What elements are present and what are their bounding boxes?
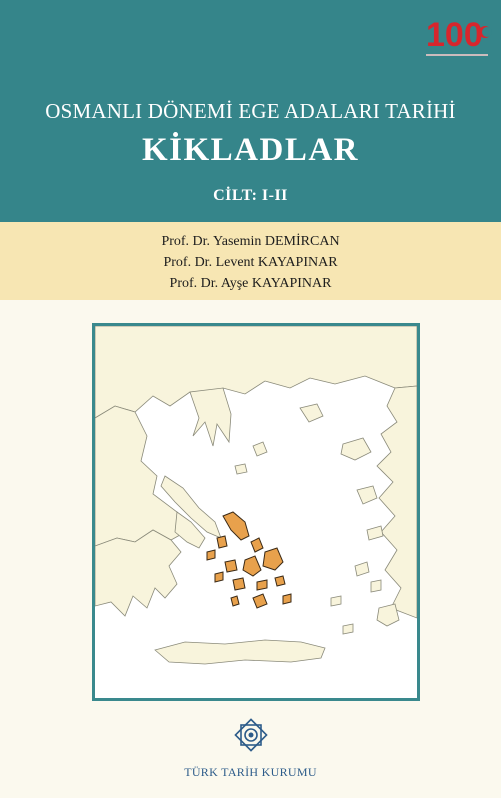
publisher-name: TÜRK TARİH KURUMU	[184, 765, 317, 779]
book-title: KİKLADLAR	[141, 132, 360, 168]
author-name: Prof. Dr. Levent KAYAPINAR	[163, 255, 338, 270]
author-name: Prof. Dr. Yasemin DEMİRCAN	[161, 234, 340, 249]
series-title: OSMANLI DÖNEMİ EGE ADALARI TARİHİ	[45, 99, 456, 123]
aegean-map-graphic	[95, 326, 417, 698]
aegean-map	[92, 323, 420, 701]
turk-tarih-kurumu-emblem-icon	[234, 718, 268, 752]
author-name: Prof. Dr. Ayşe KAYAPINAR	[169, 276, 332, 291]
republic-100th-anniversary-icon: 100	[426, 16, 492, 56]
volume-label: CİLT: I-II	[213, 187, 288, 204]
authors-band: Prof. Dr. Yasemin DEMİRCAN Prof. Dr. Lev…	[0, 222, 501, 300]
anniversary-logo-text: 100	[426, 16, 483, 54]
header-band: 100 OSMANLI DÖNEMİ EGE ADALARI TARİHİ Kİ…	[0, 0, 501, 222]
